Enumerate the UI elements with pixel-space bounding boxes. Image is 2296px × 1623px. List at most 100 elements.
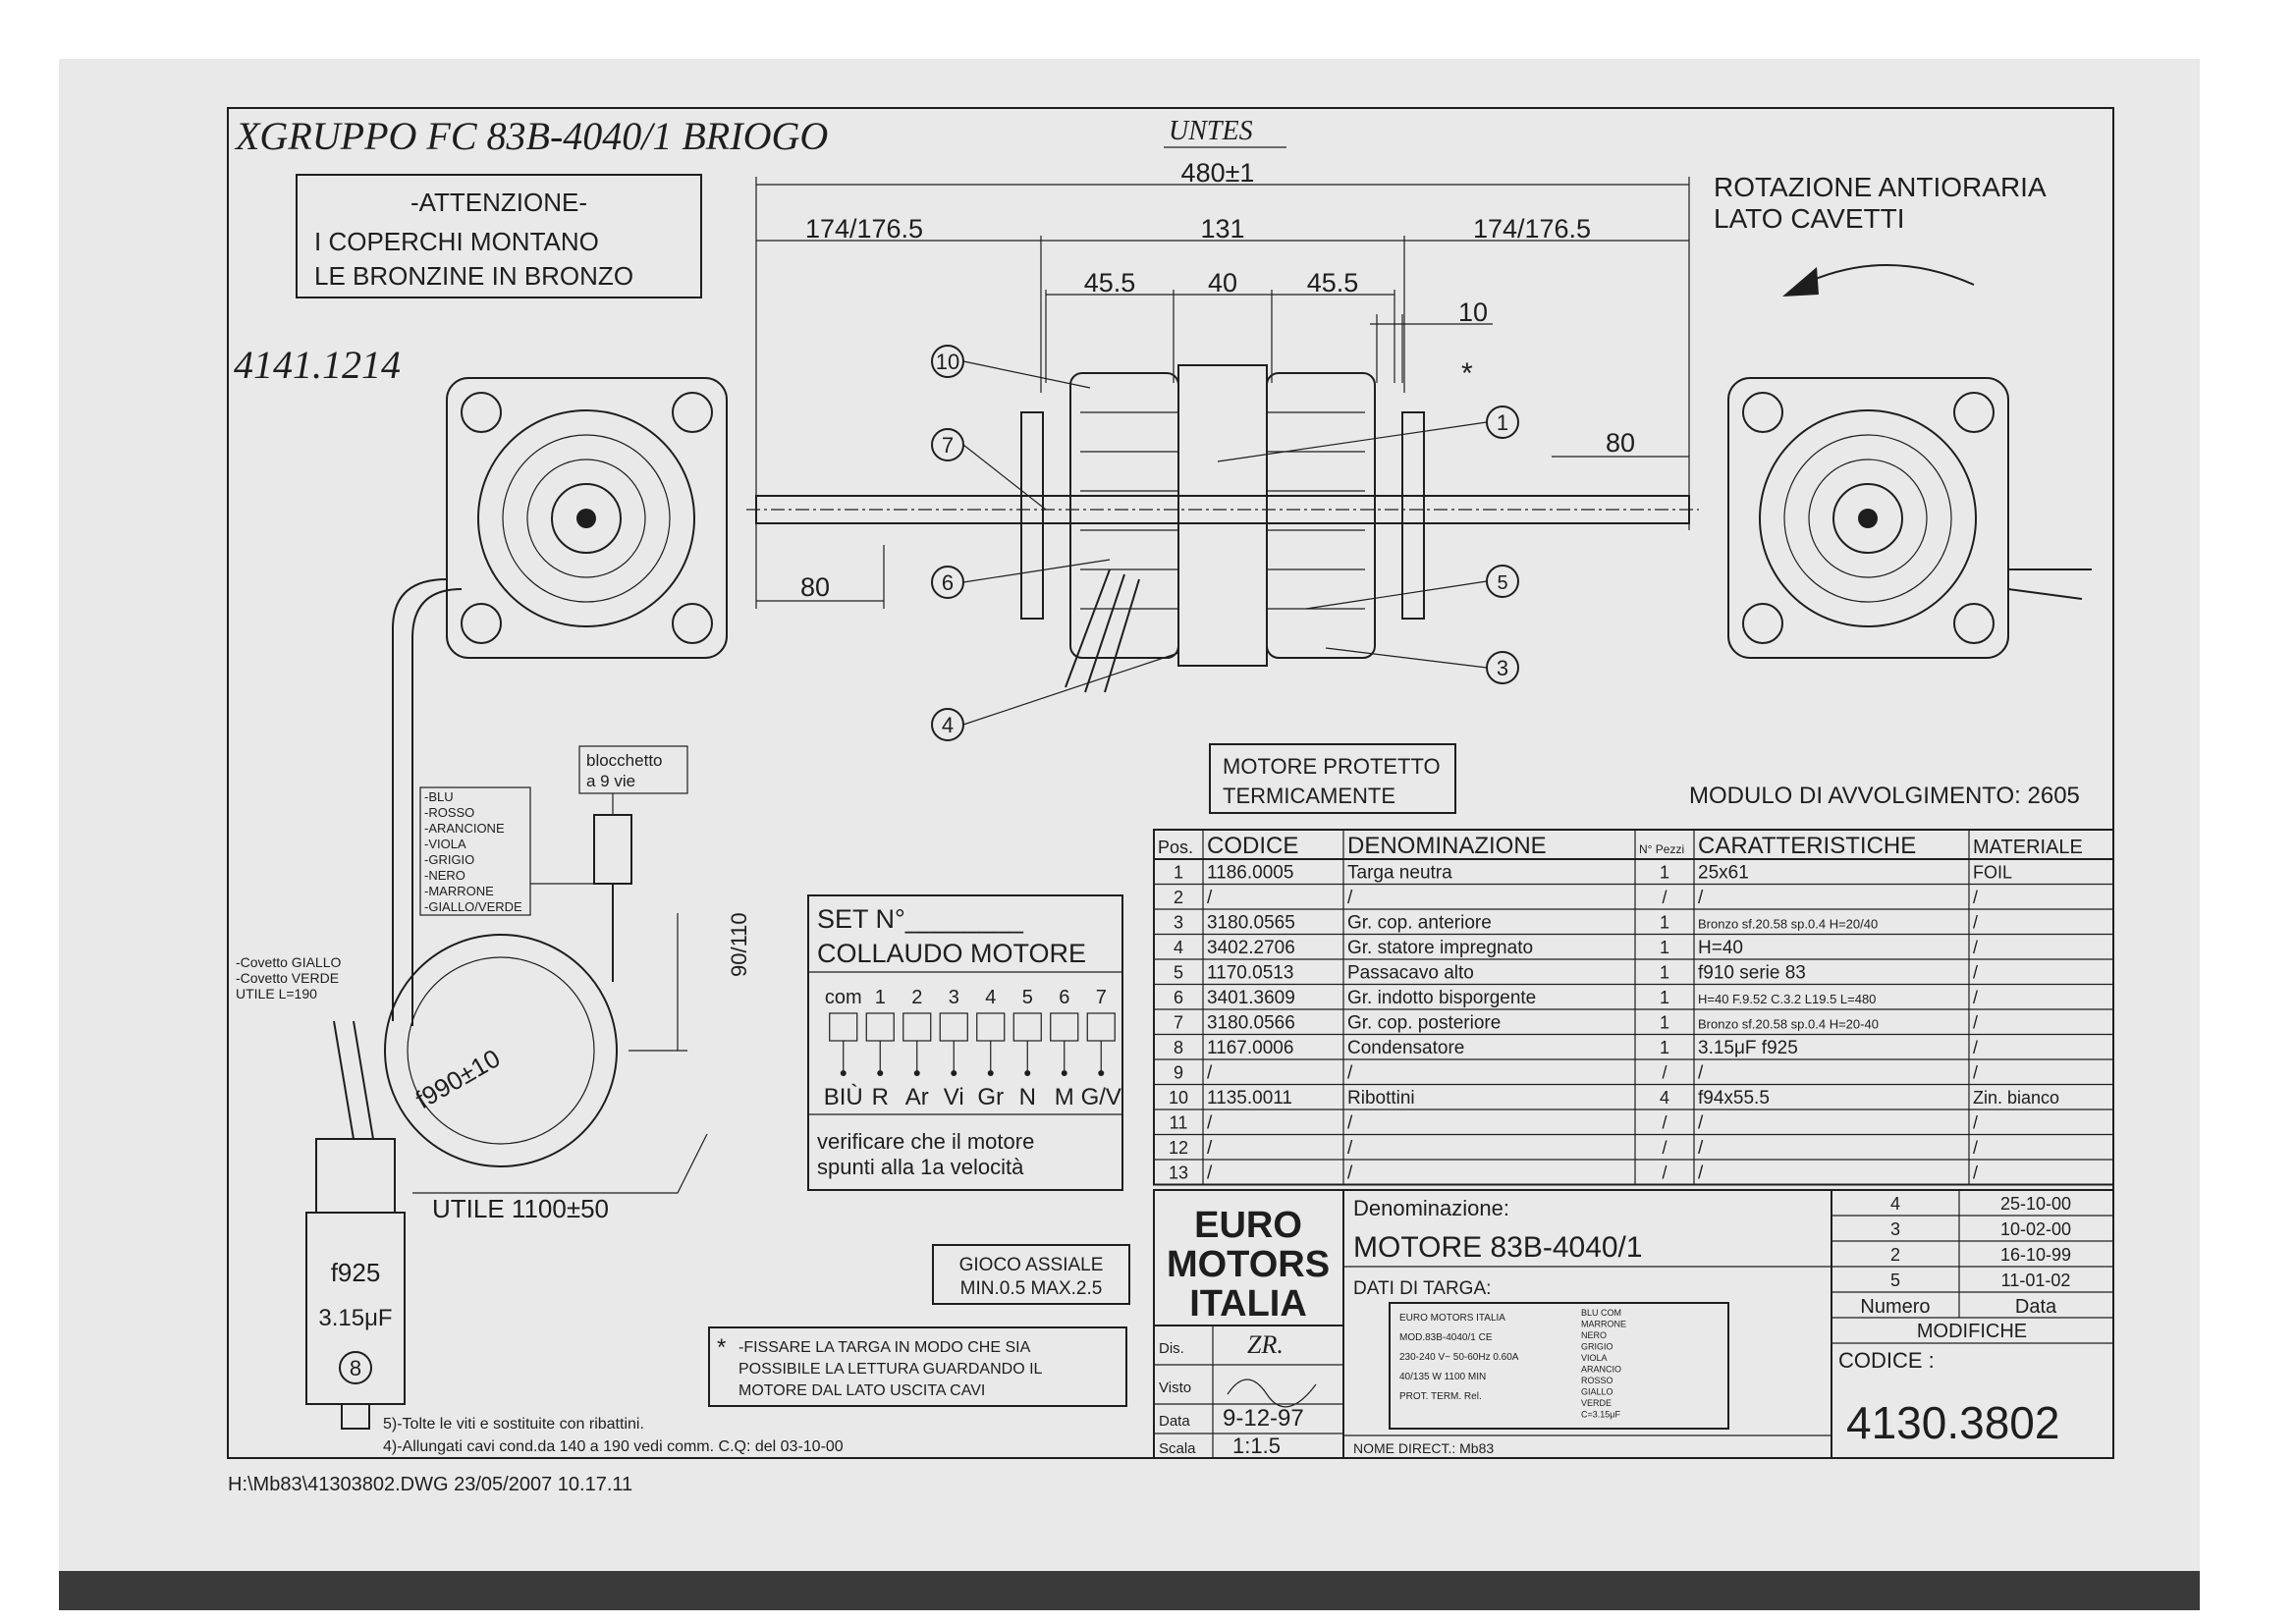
- plate-color-item: NERO: [1581, 1330, 1607, 1340]
- test-pin-box: [1012, 1012, 1042, 1042]
- bom-cell: /: [1347, 1138, 1353, 1159]
- bom-cell: 1170.0513: [1207, 963, 1293, 984]
- plate-color-item: VIOLA: [1581, 1353, 1608, 1363]
- bom-cell: /: [1973, 1013, 1978, 1033]
- bom-cell: Gr. statore impregnato: [1347, 938, 1533, 958]
- plate-color-item: ARANCIO: [1581, 1365, 1621, 1375]
- dim-coil-diameter: f990±10: [410, 1043, 505, 1114]
- bom-cell: 8: [1174, 1038, 1183, 1057]
- bom-cell: 6: [1174, 988, 1183, 1007]
- plate-color-item: VERDE: [1581, 1398, 1612, 1408]
- test-pin-box: [829, 1012, 858, 1042]
- test-pin-label: 3: [949, 987, 959, 1008]
- dim-utile: UTILE 1100±50: [432, 1194, 609, 1223]
- wire-color-marrone: -MARRONE: [424, 884, 494, 898]
- handwritten-title: XGRUPPO FC 83B-4040/1 BRIOGO: [234, 114, 828, 158]
- motor-side-view: [1020, 364, 1425, 693]
- test-pin-dot: [987, 1070, 994, 1076]
- modification-date: 11-01-02: [2001, 1271, 2071, 1290]
- bom-cell: Gr. cop. posteriore: [1347, 1013, 1501, 1034]
- bom-cell: /: [1662, 888, 1667, 907]
- test-pin-box: [865, 1012, 895, 1042]
- plate-color-list: BLU COMMARRONENEROGRIGIOVIOLAARANCIOROSS…: [1581, 1308, 1626, 1420]
- handwritten-code: 4141.1214: [234, 343, 401, 387]
- test-pin-label: 1: [875, 987, 886, 1008]
- bom-cell: 13: [1169, 1163, 1188, 1183]
- capacitor: [305, 1020, 406, 1430]
- test-pin-color: G/V: [1081, 1084, 1121, 1110]
- plate-line-4: 40/135 W 1100 MIN: [1399, 1372, 1486, 1382]
- bom-cell: /: [1973, 938, 1978, 957]
- bom-cell: 1: [1174, 863, 1183, 883]
- dim-gap: 10: [1458, 298, 1488, 327]
- codice-value: 4130.3802: [1846, 1397, 2059, 1448]
- fix-note-box: [708, 1326, 1127, 1407]
- bom-cell: FOIL: [1973, 863, 2012, 883]
- dimension-lines: [755, 177, 1690, 609]
- dim-part-a: 45.5: [1084, 268, 1136, 298]
- plate-color-item: ROSSO: [1581, 1376, 1613, 1385]
- bom-cell: 1: [1660, 1013, 1669, 1033]
- bom-cell: 11: [1170, 1113, 1188, 1133]
- axial-play-line-2: MIN.0.5 MAX.2.5: [960, 1278, 1103, 1299]
- bom-cell: /: [1662, 1063, 1667, 1083]
- test-pin-dot: [1098, 1070, 1105, 1076]
- plate-line-2: MOD.83B-4040/1 CE: [1399, 1332, 1493, 1343]
- bom-cell: 1: [1660, 988, 1669, 1007]
- motor-end-view-left: [392, 377, 728, 1026]
- test-pin-dot: [913, 1070, 920, 1076]
- bom-cell: 10: [1169, 1088, 1188, 1108]
- test-pin-box: [902, 1012, 932, 1042]
- direct-name: NOME DIRECT.: Mb83: [1353, 1440, 1494, 1456]
- modification-date: 25-10-00: [2000, 1194, 2071, 1214]
- balloon-1: 1: [1497, 410, 1508, 435]
- bom-cell: Ribottini: [1347, 1088, 1415, 1109]
- bom-header-cell: CODICE: [1207, 833, 1298, 859]
- bom-cell: Gr. cop. anteriore: [1347, 913, 1492, 934]
- bom-cell: /: [1698, 1063, 1704, 1084]
- bom-cell: /: [1662, 1138, 1667, 1158]
- data-value: 9-12-97: [1223, 1405, 1304, 1432]
- test-pin-box: [1050, 1012, 1079, 1042]
- attention-heading: -ATTENZIONE-: [410, 188, 587, 217]
- numero-label: Numero: [1860, 1296, 1930, 1318]
- bom-cell: /: [1207, 1063, 1213, 1084]
- test-pin-color: R: [872, 1084, 889, 1110]
- bom-cell: H=40 F.9.52 C.3.2 L19.5 L=480: [1698, 992, 1876, 1006]
- bom-cell: Passacavo alto: [1347, 963, 1474, 984]
- wire-color-viola: -VIOLA: [424, 837, 466, 851]
- test-pin-dot: [840, 1070, 847, 1076]
- data-label: Data: [1159, 1413, 1190, 1430]
- bom-cell: /: [1207, 1138, 1213, 1159]
- test-pin-label: com: [825, 987, 862, 1008]
- logo-line-3: ITALIA: [1189, 1283, 1307, 1325]
- dim-part-b: 40: [1208, 268, 1237, 298]
- bom-header-cell: MATERIALE: [1973, 837, 2083, 858]
- attention-line-1: I COPERCHI MONTANO: [314, 227, 599, 256]
- codice-label: CODICE :: [1838, 1348, 1935, 1373]
- test-pin-dot: [1061, 1070, 1067, 1076]
- dim-shaft-right-80: 80: [1606, 428, 1635, 458]
- scala-value: 1:1.5: [1232, 1434, 1281, 1458]
- bom-cell: /: [1207, 888, 1213, 908]
- designation-value: MOTORE 83B-4040/1: [1353, 1231, 1643, 1264]
- visto-signature: [1227, 1379, 1317, 1408]
- balloon-3: 3: [1497, 656, 1508, 680]
- bom-cell: 7: [1174, 1013, 1183, 1033]
- fix-note-line-3: MOTORE DAL LATO USCITA CAVI: [738, 1382, 985, 1399]
- bom-cell: 4: [1174, 938, 1183, 957]
- bom-cell: 1: [1660, 963, 1669, 983]
- bom-cell: 1: [1660, 1038, 1669, 1057]
- capacitor-type: f925: [331, 1258, 381, 1287]
- bom-cell: /: [1207, 1113, 1213, 1134]
- wire-color-list: [419, 786, 599, 916]
- test-pin-box: [939, 1012, 968, 1042]
- bom-cell: 1: [1660, 938, 1669, 957]
- modification-number: 3: [1890, 1219, 1900, 1239]
- modification-number: 5: [1890, 1271, 1900, 1290]
- balloon-7: 10: [936, 350, 959, 374]
- data-col-label: Data: [2015, 1296, 2057, 1318]
